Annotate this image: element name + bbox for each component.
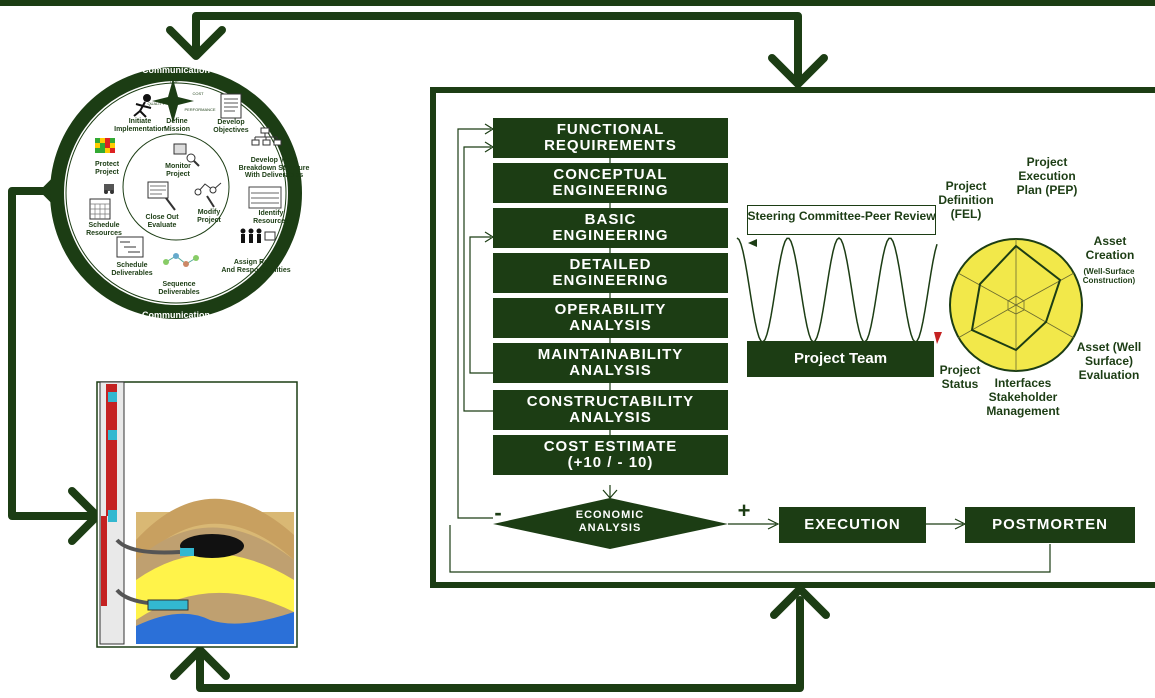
schedule-resources-label: Schedule Resources bbox=[86, 222, 122, 237]
minus-sign: - bbox=[494, 500, 502, 525]
compass-quality-label: QUALITY bbox=[147, 101, 165, 106]
review-cycle bbox=[736, 237, 942, 344]
stage-functional-requirements: FUNCTIONAL REQUIREMENTS bbox=[493, 118, 728, 158]
methodology-frame bbox=[430, 87, 1155, 588]
calendar-icon bbox=[89, 184, 114, 220]
stage-cost-estimate: COST ESTIMATE (+10 / - 10) bbox=[493, 435, 728, 475]
identify-resources-label: Identify Resources bbox=[253, 210, 289, 225]
closeout-evaluate-label: Close Out Evaluate bbox=[145, 214, 179, 229]
runner-icon bbox=[133, 94, 152, 118]
stage-maintainability-analysis: MAINTAINABILITY ANALYSIS bbox=[493, 343, 728, 383]
org-chart-icon bbox=[251, 127, 282, 146]
radar-chart bbox=[949, 238, 1083, 372]
schedule-deliverables-label: Schedule Deliverables bbox=[111, 262, 153, 277]
define-mission-label: Define Mission bbox=[163, 118, 191, 133]
assign-roles-label: Assign Roles And Responsibilities bbox=[221, 259, 291, 274]
radar-label-interfaces: Interfaces Stakeholder Management bbox=[986, 376, 1060, 418]
radar-label-fel: Project Definition (FEL) bbox=[938, 179, 994, 221]
communication-bottom-label: Communication bbox=[141, 310, 210, 320]
top-border bbox=[0, 0, 1155, 6]
project-team-box: Project Team bbox=[747, 341, 934, 377]
economic-analysis-label: ECONOMIC ANALYSIS bbox=[575, 509, 645, 534]
compass-performance-label: PERFORMANCE bbox=[184, 107, 216, 112]
postmortem-box: POSTMORTEN bbox=[965, 507, 1135, 543]
radar-label-pep: Project Execution Plan (PEP) bbox=[1016, 155, 1078, 197]
steering-committee-label: Steering Committee-Peer Review bbox=[747, 209, 936, 223]
compass-time-label: TIME bbox=[169, 79, 179, 84]
develop-objectives-label: Develop Objectives bbox=[213, 119, 249, 134]
project-management-circle bbox=[50, 67, 302, 319]
protect-project-label: Protect Project bbox=[94, 161, 120, 176]
stage-constructability-analysis: CONSTRUCTABILITY ANALYSIS bbox=[493, 390, 728, 430]
sequence-deliverables-label: Sequence Deliverables bbox=[158, 281, 200, 296]
compass-cost-label: COST bbox=[192, 91, 204, 96]
stage-basic-engineering: BASIC ENGINEERING bbox=[493, 208, 728, 248]
communication-top-label: Communication bbox=[141, 65, 210, 75]
status-grid-icon bbox=[95, 138, 115, 153]
steering-committee-frame bbox=[747, 205, 936, 235]
stage-conceptual-engineering: CONCEPTUAL ENGINEERING bbox=[493, 163, 728, 203]
people-icon bbox=[240, 228, 276, 243]
network-icon bbox=[163, 253, 199, 267]
document-icon bbox=[220, 93, 242, 119]
monitor-project-label: Monitor Project bbox=[165, 163, 191, 178]
radar-label-asset-creation-sub: (Well-Surface Construction) bbox=[1082, 267, 1136, 286]
stage-detailed-engineering: DETAILED ENGINEERING bbox=[493, 253, 728, 293]
plus-sign: + bbox=[737, 498, 751, 523]
resources-icon bbox=[248, 186, 282, 209]
modify-icon bbox=[194, 182, 222, 208]
radar-label-asset-creation: Asset Creation bbox=[1085, 234, 1135, 262]
closeout-icon bbox=[147, 181, 176, 211]
radar-label-status: Project Status bbox=[939, 363, 981, 391]
economic-analysis-diamond bbox=[493, 498, 728, 549]
execution-box: EXECUTION bbox=[779, 507, 926, 543]
radar-label-evaluation: Asset (Well Surface) Evaluation bbox=[1076, 340, 1142, 382]
develop-wbs-label: Develop Work Breakdown Structure With De… bbox=[238, 157, 310, 180]
compass-icon bbox=[152, 79, 194, 123]
initiate-implementation-label: Initiate Implementation bbox=[114, 118, 166, 133]
monitor-icon bbox=[173, 143, 200, 167]
stage-operability-analysis: OPERABILITY ANALYSIS bbox=[493, 298, 728, 338]
oil-well-schematic bbox=[96, 381, 298, 648]
gantt-icon bbox=[116, 236, 144, 258]
modify-project-label: Modify Project bbox=[197, 209, 221, 224]
